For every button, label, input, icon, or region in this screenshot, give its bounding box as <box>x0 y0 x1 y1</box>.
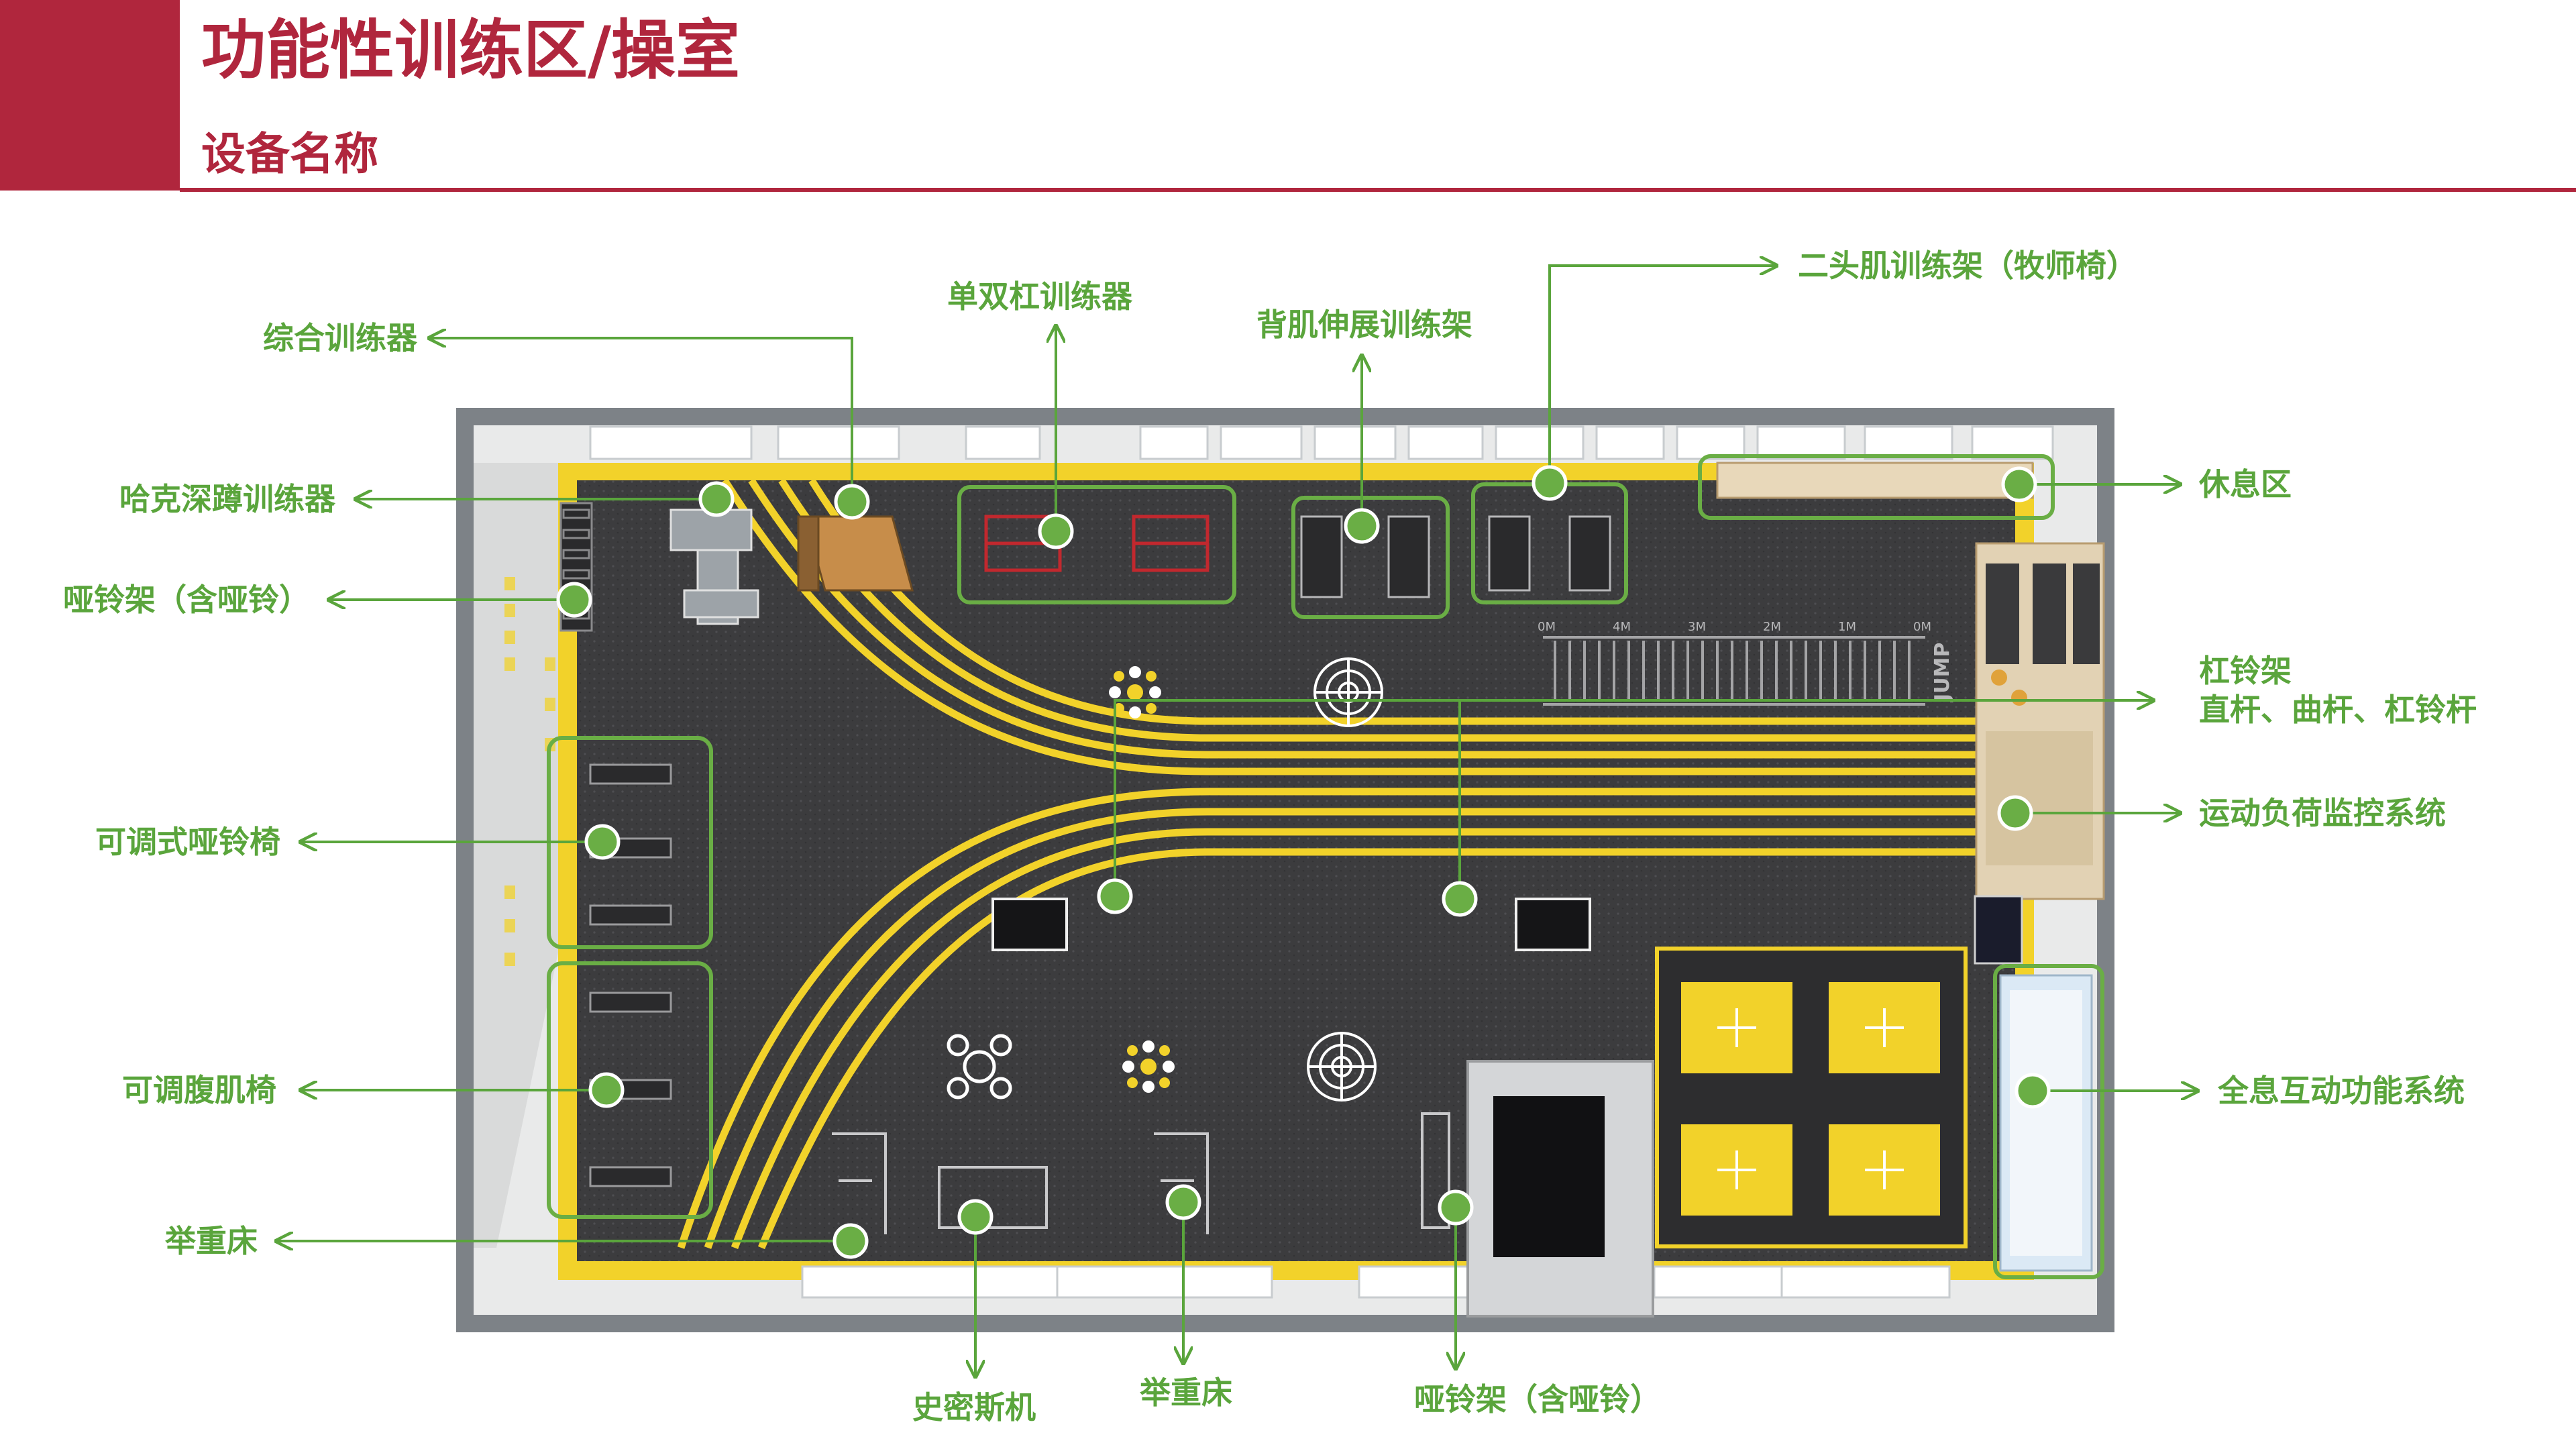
marker-dumbbell-rack-bottom <box>1438 1189 1474 1226</box>
quad-circle-marking <box>947 1034 1012 1099</box>
ruler-mark: 4M <box>1613 620 1631 634</box>
label-preacher-bench: 二头肌训练架（牧师椅） <box>1798 248 2137 284</box>
ruler-marks: 0M 4M 3M 2M 1M 0M <box>1538 620 1931 634</box>
header-divider <box>180 188 2576 192</box>
label-load-monitor: 运动负荷监控系统 <box>2199 795 2446 831</box>
agility-dots-1 <box>1109 666 1161 718</box>
left-wall-recess <box>474 463 558 1248</box>
marker-barbell-rack-right <box>1442 881 1478 917</box>
label-rest-area: 休息区 <box>2199 466 2292 502</box>
plyo-box-shape <box>991 898 1591 951</box>
bench-column-shape <box>589 763 672 1187</box>
marker-smith-machine <box>957 1199 994 1235</box>
label-barbell-rack: 杠铃架 <box>2199 653 2292 689</box>
monitor-kiosk-shape <box>1974 895 2023 965</box>
marker-weight-bench-left <box>833 1223 869 1259</box>
marker-ab-bench <box>588 1072 625 1108</box>
holographic-screen-shape <box>1999 974 2093 1272</box>
header-accent-bar <box>0 0 180 191</box>
marker-back-extension <box>1344 508 1380 544</box>
marker-adjustable-bench <box>584 824 621 860</box>
marker-weight-bench-bottom <box>1165 1184 1201 1220</box>
label-barbell-types: 直杆、曲杆、杠铃杆 <box>2199 692 2477 728</box>
label-hack-squat: 哈克深蹲训练器 <box>119 481 335 517</box>
label-comprehensive-trainer: 综合训练器 <box>263 320 417 356</box>
wall-slogan <box>504 577 555 966</box>
marker-barbell-rack-left <box>1097 878 1133 914</box>
marker-pullup-dip <box>1038 513 1074 549</box>
target-marking-2 <box>1307 1032 1377 1102</box>
comprehensive-trainer-shape <box>797 515 914 592</box>
marker-preacher-bench <box>1532 465 1568 501</box>
label-dumbbell-rack-left: 哑铃架（含哑铃） <box>63 582 310 618</box>
marker-holographic <box>2015 1073 2051 1109</box>
ruler-mark: 3M <box>1688 620 1706 634</box>
label-back-extension: 背肌伸展训练架 <box>1256 307 1472 343</box>
agility-dots-2 <box>1122 1040 1175 1093</box>
target-marking-1 <box>1313 657 1383 727</box>
window-row-top <box>589 425 2054 460</box>
bottom-equipment-shape <box>832 1112 1450 1234</box>
ruler-mark: 2M <box>1763 620 1781 634</box>
equipment-markers <box>556 465 2051 1259</box>
marker-dumbbell-rack-left <box>556 582 592 618</box>
label-holographic: 全息互动功能系统 <box>2218 1073 2465 1109</box>
agility-ladder <box>1543 636 1925 706</box>
ruler-mark: 0M <box>1538 620 1556 634</box>
label-adjustable-bench: 可调式哑铃椅 <box>95 824 280 860</box>
ruler-mark: 1M <box>1838 620 1856 634</box>
label-smith-machine: 史密斯机 <box>912 1389 1036 1426</box>
leader-lines <box>276 266 2198 1377</box>
jump-marking: JUMP <box>1931 643 1954 702</box>
back-extension-shape <box>1300 515 1611 598</box>
hack-squat-shape <box>669 508 759 625</box>
marker-rest-area <box>2001 466 2037 502</box>
rest-area-bench-shape <box>1716 462 2034 499</box>
label-weight-bench-left: 举重床 <box>165 1223 258 1259</box>
yellow-mats <box>1655 947 1968 1248</box>
smith-machine-cage-shape <box>1466 1060 1654 1318</box>
label-weight-bench-bottom: 举重床 <box>1140 1375 1232 1411</box>
page-subtitle: 设备名称 <box>201 128 378 180</box>
label-dumbbell-rack-bottom: 哑铃架（含哑铃） <box>1414 1381 1661 1417</box>
marker-hack-squat <box>698 481 735 517</box>
page-title: 功能性训练区/操室 <box>201 13 741 88</box>
running-lanes <box>677 478 1980 1250</box>
marker-comprehensive-trainer <box>834 484 870 520</box>
barbell-shelf-shape <box>1975 542 2105 900</box>
ruler-mark: 0M <box>1913 620 1931 634</box>
label-pullup-dip: 单双杠训练器 <box>947 278 1132 315</box>
marker-load-monitor <box>1997 795 2033 831</box>
label-ab-bench: 可调腹肌椅 <box>122 1072 276 1108</box>
